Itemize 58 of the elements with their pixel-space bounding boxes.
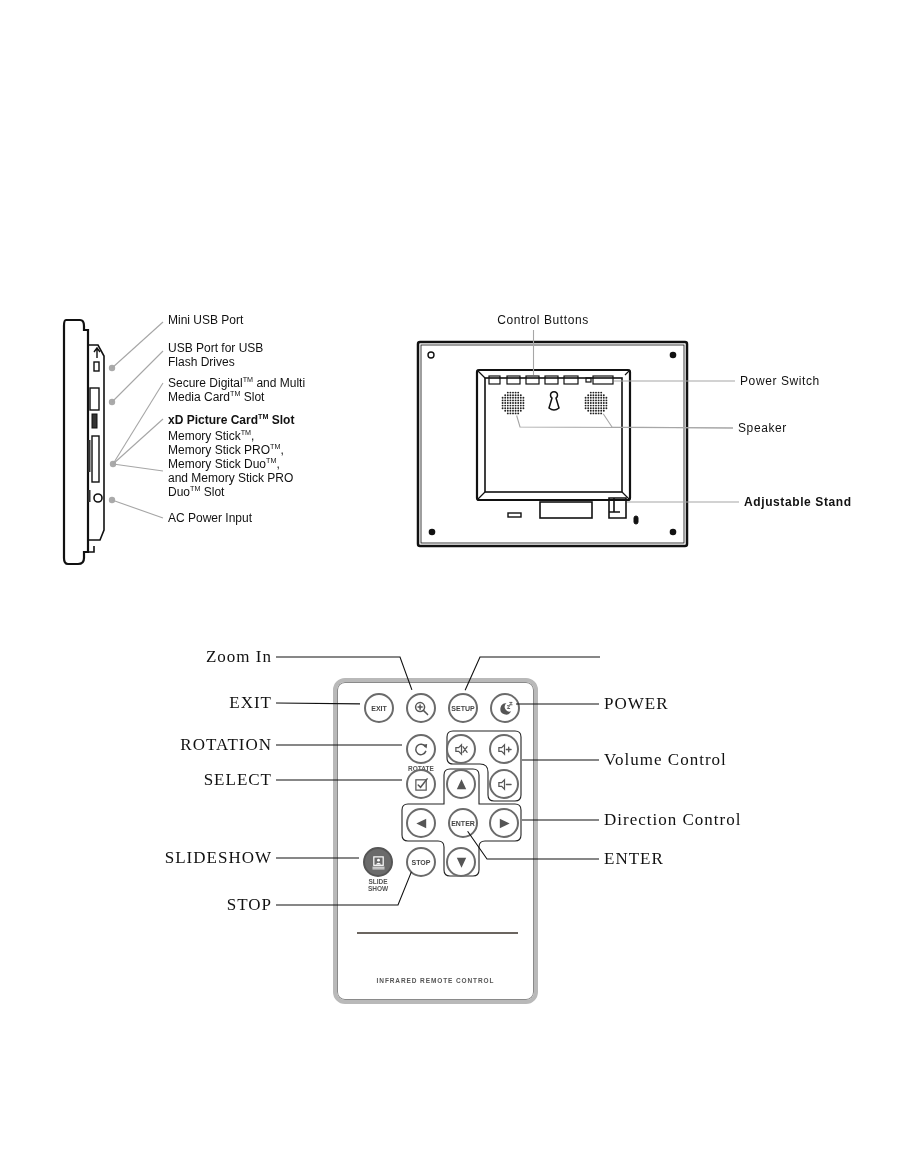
callout-label: ROTATION [180,735,272,755]
speaker-grille [583,390,609,416]
remote-button [446,734,476,764]
leader-line [532,329,535,376]
leader-line [112,418,164,465]
callout-label: Power Switch [740,374,820,388]
stand-hinge [608,497,627,519]
leader-line [111,499,164,519]
leader-line [275,702,361,705]
leader-line [602,413,734,429]
leader-line [111,350,164,403]
remote-button [363,847,393,877]
callout-label: SELECT [203,770,272,790]
callout-label: STOP [226,895,272,915]
callout-label: Control Buttons [483,313,603,327]
callout-label: USB Port for USB Flash Drives [168,341,288,369]
remote-button [406,693,436,723]
callout-label: Volume Control [604,750,727,770]
callout-label: EXIT [229,693,272,713]
leader-line [521,819,600,821]
leader-line [521,759,600,761]
callout-label: SLIDESHOW [164,848,272,868]
control-button-row [488,375,579,385]
remote-button [406,769,436,799]
callout-label: AC Power Input [168,511,318,525]
callout-label: Memory Stick$^{TM}$, Memory Stick PRO$^{TM}$, Memory Stick Duo$^{TM}$, and Memory Stick PRO Duo$^{TM}$ Slot [168,429,296,499]
leader-line [111,321,164,369]
callout-label: ENTER [604,849,664,869]
leader-line [275,744,403,746]
remote-button [446,847,476,877]
remote-button [490,693,520,723]
callout-label: Direction Control [604,810,742,830]
power-switch [584,375,614,385]
callout-label: Mini USB Port [168,313,318,327]
leader-line [275,857,360,859]
callout-label: Secure Digital$^{TM}$ and Multi Media Card$^{TM}$ Slot [168,376,338,404]
remote-button [406,808,436,838]
callout-label: xD Picture Card$^{TM}$ Slot [168,413,338,427]
leader-line [112,382,164,465]
remote-button [406,734,436,764]
leader-line [112,463,164,472]
remote-button [446,769,476,799]
remote-button [489,808,519,838]
leader-line [515,703,600,705]
callout-label: Adjustable Stand [744,495,852,509]
callout-label: Zoom In [205,647,272,667]
leader-line [275,871,412,906]
leader-line [275,779,403,781]
callout-label: POWER [604,694,669,714]
callout-label: Speaker [738,421,787,435]
remote-button [489,734,519,764]
speaker-grille [500,390,526,416]
leader-line [464,656,601,691]
remote-button [489,769,519,799]
leader-line [275,656,413,691]
leader-line [626,501,740,503]
remote-control-body [333,678,538,1004]
leader-line [613,380,736,382]
